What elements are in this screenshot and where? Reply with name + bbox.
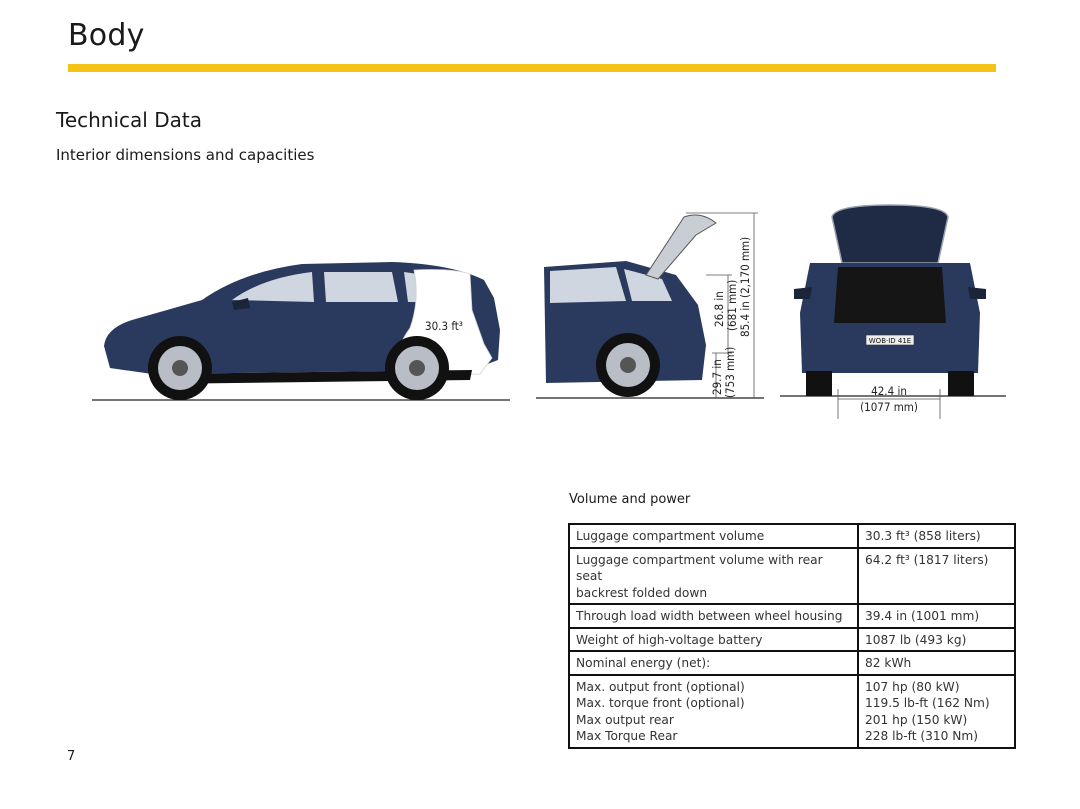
spec-value: 228 lb-ft (310 Nm)	[865, 729, 979, 743]
spec-value-cell: 64.2 ft³ (1817 liters)	[857, 546, 1016, 605]
rear-open-view-figure: 85.4 in (2,170 mm) 26.8 in (681 mm) 29.7…	[536, 205, 766, 405]
spec-label-cell: Luggage compartment volume with rear sea…	[568, 546, 859, 605]
spec-label: Max output rear	[576, 712, 674, 727]
spec-value: 201 hp (150 kW)	[865, 712, 968, 727]
spec-value-cell: 107 hp (80 kW) 119.5 lb-ft (162 Nm) 201 hp…	[857, 673, 1016, 749]
opening-height-in-label: 26.8 in	[712, 291, 726, 327]
spec-label-cell: Weight of high-voltage battery	[568, 626, 859, 652]
spec-value-cell: 82 kWh	[857, 650, 1016, 676]
table-row: Through load width between wheel housing…	[568, 603, 1016, 629]
spec-value-cell: 30.3 ft³ (858 liters)	[857, 523, 1016, 549]
spec-value: 39.4 in (1001 mm)	[865, 609, 980, 623]
spec-label-cell: Max. output front (optional) Max. torque …	[568, 673, 859, 749]
spec-label: Max. torque front (optional)	[576, 696, 745, 710]
spec-value-cell: 39.4 in (1001 mm)	[857, 603, 1016, 629]
load-sill-in-label: 29.7 in	[710, 359, 724, 395]
page-number: 7	[67, 749, 76, 764]
rear-view-figure: WOB·ID 41E 42.4 in (1077 mm)	[780, 203, 1010, 423]
section-subtitle: Interior dimensions and capacities	[56, 146, 315, 164]
license-plate-text: WOB·ID 41E	[869, 337, 911, 345]
spec-label: Luggage compartment volume	[576, 529, 765, 543]
table-row: Weight of high-voltage battery 1087 lb (4…	[568, 626, 1016, 652]
spec-value: 119.5 lb-ft (162 Nm)	[865, 696, 990, 710]
spec-value: 82 kWh	[865, 656, 912, 670]
spec-label-cell: Nominal energy (net):	[568, 650, 859, 676]
spec-value: 64.2 ft³ (1817 liters)	[865, 552, 989, 567]
spec-label: Nominal energy (net):	[576, 656, 711, 670]
opening-height-mm-label: (681 mm)	[725, 280, 739, 331]
hatch-height-label: 85.4 in (2,170 mm)	[738, 237, 752, 337]
section-title: Technical Data	[56, 108, 202, 132]
spec-value: 30.3 ft³ (858 liters)	[865, 529, 981, 543]
spec-label-cell: Luggage compartment volume	[568, 523, 859, 549]
load-width-in-label: 42.4 in	[871, 384, 907, 398]
side-view-figure: 30.3 ft³	[92, 250, 512, 405]
spec-label: Through load width between wheel housing	[576, 609, 843, 623]
title-underline	[68, 64, 996, 72]
table-row: Luggage compartment volume with rear sea…	[568, 546, 1016, 605]
spec-value: 1087 lb (493 kg)	[865, 632, 967, 647]
spec-label: Max Torque Rear	[576, 729, 678, 743]
table-caption: Volume and power	[569, 492, 691, 507]
load-width-mm-label: (1077 mm)	[860, 400, 918, 414]
specs-table: Luggage compartment volume 30.3 ft³ (858 …	[568, 523, 1016, 749]
spec-label: Weight of high-voltage battery	[576, 632, 763, 647]
load-sill-mm-label: (753 mm)	[723, 347, 737, 398]
spec-label: Max. output front (optional)	[576, 679, 745, 694]
spec-label: backrest folded down	[576, 585, 708, 600]
spec-label: Luggage compartment volume with rear sea…	[576, 552, 823, 584]
page-title: Body	[68, 18, 145, 53]
table-row: Luggage compartment volume 30.3 ft³ (858 …	[568, 523, 1016, 549]
spec-value: 107 hp (80 kW)	[865, 679, 960, 694]
spec-label-cell: Through load width between wheel housing	[568, 603, 859, 629]
spec-value-cell: 1087 lb (493 kg)	[857, 626, 1016, 652]
luggage-volume-label: 30.3 ft³	[425, 319, 463, 333]
table-row: Nominal energy (net): 82 kWh	[568, 650, 1016, 676]
table-row: Max. output front (optional) Max. torque …	[568, 673, 1016, 749]
